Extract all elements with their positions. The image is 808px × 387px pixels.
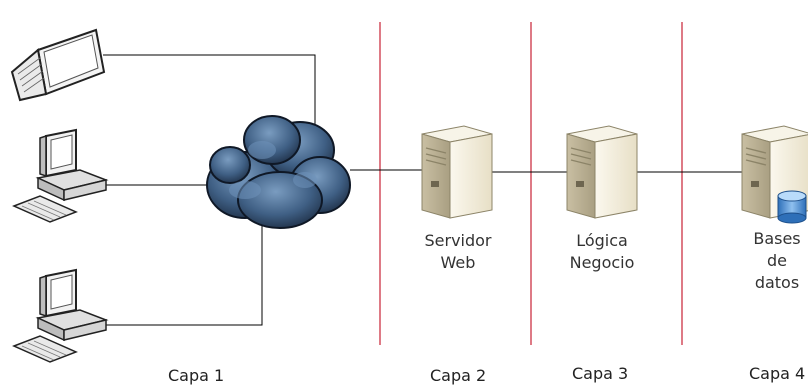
- business-logic-label-line2: Negocio: [569, 253, 635, 272]
- database-label-line1: Bases: [753, 229, 801, 248]
- layer-separators: [379, 22, 683, 345]
- laptop-cloud-link: [103, 54, 316, 125]
- database-label-line2: de: [767, 251, 787, 270]
- database-server-icon: [741, 125, 808, 224]
- layer-label-2: Capa 2: [430, 366, 487, 385]
- web-server-label: Servidor Web: [412, 230, 504, 274]
- laptop-icon: [10, 28, 106, 102]
- web-server-label-line1: Servidor: [424, 231, 492, 250]
- connectors: [103, 54, 745, 326]
- desktop-computer-icon: [12, 268, 109, 363]
- web-server-label-line2: Web: [440, 253, 476, 272]
- desktop-computer-icon: [12, 128, 109, 223]
- cloud-icon: [206, 115, 351, 229]
- server-icon: [421, 125, 493, 219]
- layer-label-3: Capa 3: [572, 364, 629, 383]
- database-cylinder-icon: [777, 190, 807, 224]
- business-logic-label: Lógica Negocio: [556, 230, 648, 274]
- layer-label-1: Capa 1: [168, 366, 225, 385]
- pc2-cloud-link: [105, 225, 263, 326]
- database-label: Bases de datos: [746, 228, 808, 294]
- database-label-line3: datos: [754, 273, 800, 292]
- server-icon: [566, 125, 638, 219]
- business-logic-label-line1: Lógica: [576, 231, 628, 250]
- layer-label-4: Capa 4: [749, 364, 806, 383]
